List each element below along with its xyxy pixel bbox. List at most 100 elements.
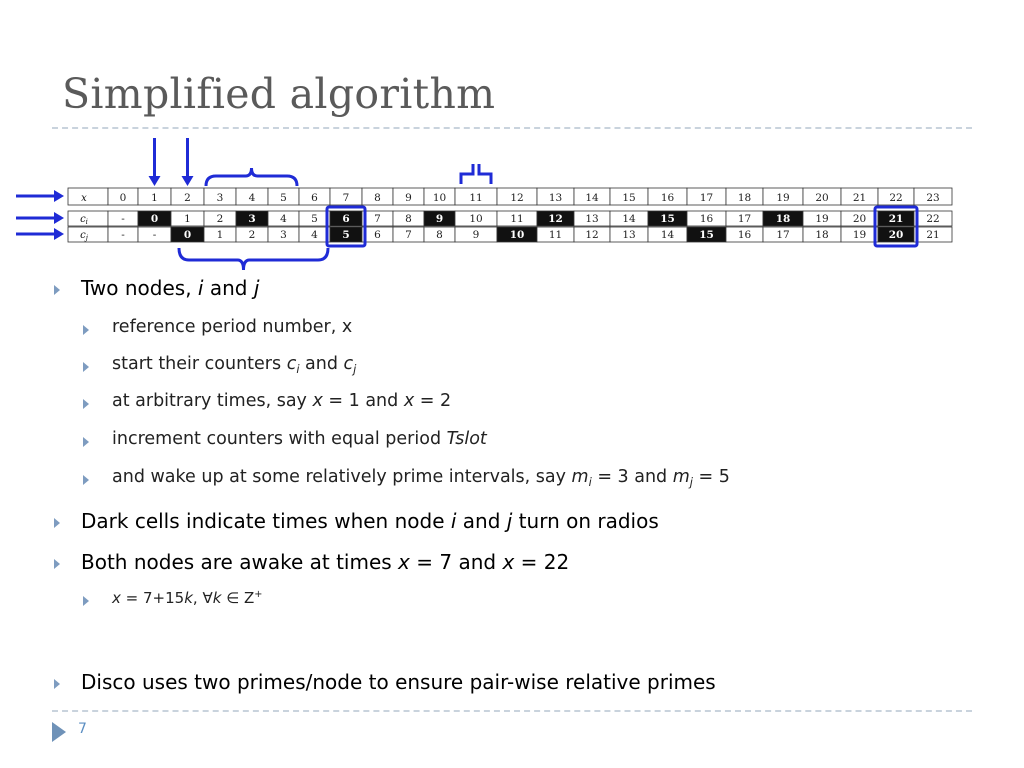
x-row-cell-value: 13 <box>549 192 562 204</box>
cj-row-cell-value: 9 <box>473 229 480 241</box>
x-row-cell-value: 18 <box>738 192 751 204</box>
sub-bullet-start-counters: start their counters ci and cj <box>50 354 356 376</box>
cj-row-cell-value: 11 <box>549 229 562 241</box>
cj-row-cell-value: 12 <box>585 229 598 241</box>
ci-row-cell <box>913 210 953 227</box>
x-row-cell-value: 0 <box>120 192 127 204</box>
cj-row-cell-value: 4 <box>311 229 318 241</box>
ci-row-cell-value: 16 <box>700 213 714 225</box>
ci-row-cell-value: 4 <box>280 213 287 225</box>
cj-row-cell-value: 8 <box>436 229 443 241</box>
cj-row-cell-value: 13 <box>622 229 635 241</box>
page-triangle-icon <box>52 722 66 742</box>
title-divider <box>52 127 972 129</box>
x-row-cell-value: 4 <box>249 192 256 204</box>
start-arrow-head <box>181 176 194 186</box>
x-row-cell-value: 15 <box>622 192 635 204</box>
sub-bullet-reference-period: reference period number, x <box>50 317 352 337</box>
ci-row-cell-value: 8 <box>405 213 412 225</box>
cj-row-cell-value: 10 <box>510 229 525 241</box>
x-row-cell-value: 21 <box>853 192 866 204</box>
cj-row-cell-value: 3 <box>280 229 287 241</box>
cj-row-label-cell <box>67 226 109 243</box>
row-arrow-head <box>54 228 64 240</box>
ci-row-cell-value: 17 <box>738 213 751 225</box>
bullet-disco: Disco uses two primes/node to ensure pai… <box>50 670 716 694</box>
bullet-two-nodes: Two nodes, i and j <box>50 276 259 300</box>
cj-row-cell-value: 21 <box>926 229 939 241</box>
cj-row-cell-value: 19 <box>853 229 866 241</box>
ci-row-label-cell <box>67 210 109 227</box>
cj-row-cell-value: 5 <box>342 229 349 241</box>
cj-row-cell-value: 15 <box>699 229 714 241</box>
ci-row-label: ci <box>80 214 88 226</box>
sub-bullet-wake-up: and wake up at some relatively prime int… <box>50 467 730 489</box>
cj-row-cell-value: 14 <box>661 229 675 241</box>
ci-row-cell-value: 0 <box>151 213 158 225</box>
sub-bullet-increment-counters: increment counters with equal period Tsl… <box>50 429 487 449</box>
cj-row-cell-value: 16 <box>738 229 752 241</box>
ci-row-cell-value: 11 <box>510 213 523 225</box>
cj-row-cell-value: 0 <box>184 229 191 241</box>
ci-row-cell-value: 12 <box>548 213 563 225</box>
bullet-dark-cells: Dark cells indicate times when node i an… <box>50 509 659 533</box>
ci-row-cell-value: 5 <box>311 213 318 225</box>
x-row-cell-value: 11 <box>469 192 482 204</box>
ci-row-cell-value: 3 <box>248 213 255 225</box>
annotations <box>16 138 919 271</box>
x-row-label: x <box>81 193 87 204</box>
row-arrow-head <box>54 212 64 224</box>
ci-row-cell-value: 14 <box>622 213 636 225</box>
x-row-label-cell <box>67 187 109 206</box>
ci-row-cell-value: 9 <box>436 213 443 225</box>
x-row-cell-value: 8 <box>374 192 381 204</box>
x-row-cell-value: 12 <box>510 192 523 204</box>
x-row-cell-value: 5 <box>280 192 287 204</box>
sub-bullet-formula: x = 7+15k, ∀k ∈ Z+ <box>50 589 262 607</box>
ci-row-cell-value: 1 <box>184 213 191 225</box>
cj-row-cell-value: 1 <box>217 229 224 241</box>
cj-row-cell <box>913 226 953 243</box>
ci-row-cell-value: 7 <box>374 213 381 225</box>
x-row-cell-value: 17 <box>700 192 713 204</box>
x-row-cell-value: 23 <box>926 192 939 204</box>
cj-row-cell-value: - <box>153 229 157 241</box>
x-row-cell-value: 1 <box>151 192 158 204</box>
x-row-cell-value: 9 <box>405 192 412 204</box>
x-row-cell-value: 20 <box>815 192 828 204</box>
ci-row-cell-value: 22 <box>926 213 939 225</box>
start-arrow-head <box>148 176 161 186</box>
ci-row-cell-value: 13 <box>585 213 598 225</box>
x-row-cell-value: 10 <box>433 192 446 204</box>
period-brace-top <box>204 167 299 187</box>
x-row-cell-value: 6 <box>311 192 318 204</box>
x-row-cell-value: 19 <box>776 192 789 204</box>
x-row-cell-value: 14 <box>585 192 599 204</box>
cj-row-label: cj <box>80 230 89 242</box>
x-row-cell-value: 2 <box>184 192 191 204</box>
cj-row-cell-value: - <box>121 229 125 241</box>
footer-divider <box>52 710 972 712</box>
x-row-cell-value: 16 <box>661 192 675 204</box>
x-row-cell-value: 3 <box>217 192 224 204</box>
slide-title: Simplified algorithm <box>62 70 496 118</box>
ci-row-cell-value: 6 <box>342 213 349 225</box>
sub-bullet-arbitrary-times: at arbitrary times, say x = 1 and x = 2 <box>50 391 451 411</box>
x-row-cell <box>913 187 953 206</box>
ci-row-cell-value: 2 <box>217 213 224 225</box>
ci-row-cell-value: 20 <box>853 213 866 225</box>
ci-row-cell-value: 19 <box>815 213 828 225</box>
ci-row-cell-value: 15 <box>660 213 675 225</box>
page-number: 7 <box>78 721 87 737</box>
cj-row-cell-value: 7 <box>405 229 412 241</box>
cj-row-cell-value: 18 <box>815 229 828 241</box>
awake-highlight-box <box>873 205 919 248</box>
slot-bracket <box>459 164 493 184</box>
row-arrow-head <box>54 190 64 202</box>
cj-row-cell-value: 17 <box>776 229 789 241</box>
ci-row-cell-value: 18 <box>776 213 791 225</box>
ci-row-cell-value: 10 <box>469 213 482 225</box>
bullet-both-awake: Both nodes are awake at times x = 7 and … <box>50 550 569 574</box>
